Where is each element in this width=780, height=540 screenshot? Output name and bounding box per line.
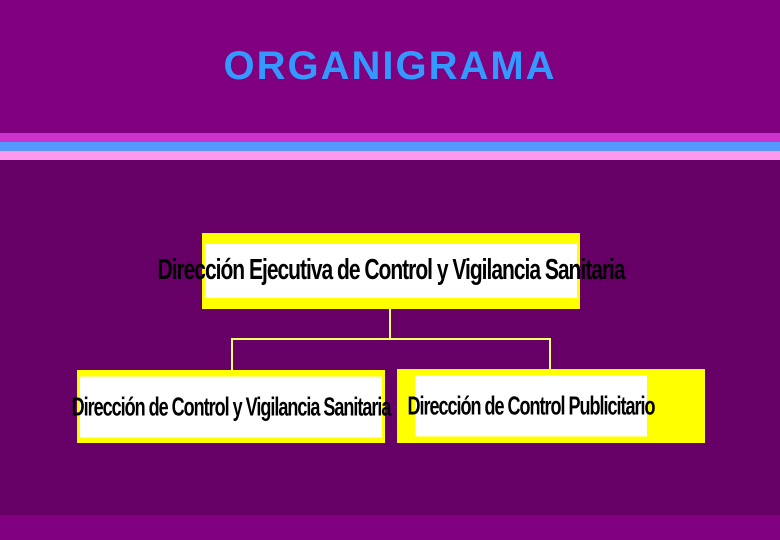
connector-left-child [231,338,233,370]
org-box-child-2-label: Dirección de Control Publicitario [407,375,656,437]
org-box-child-1: Dirección de Control y Vigilancia Sanita… [72,370,391,443]
bottom-band [0,515,780,540]
org-box-root: Dirección Ejecutiva de Control y Vigilan… [157,233,626,309]
org-box-child-2: Dirección de Control Publicitario [397,369,705,443]
decorative-stripe-blue [0,142,780,151]
connector-horizontal [231,338,551,340]
decorative-stripe-pink [0,151,780,160]
title-band [0,0,780,133]
connector-root-down [389,309,391,339]
org-box-child-1-label: Dirección de Control y Vigilancia Sanita… [72,376,391,437]
slide-title: ORGANIGRAMA [223,44,557,88]
org-box-root-label: Dirección Ejecutiva de Control y Vigilan… [157,244,626,298]
decorative-stripe-magenta [0,133,780,142]
connector-right-child [549,338,551,370]
